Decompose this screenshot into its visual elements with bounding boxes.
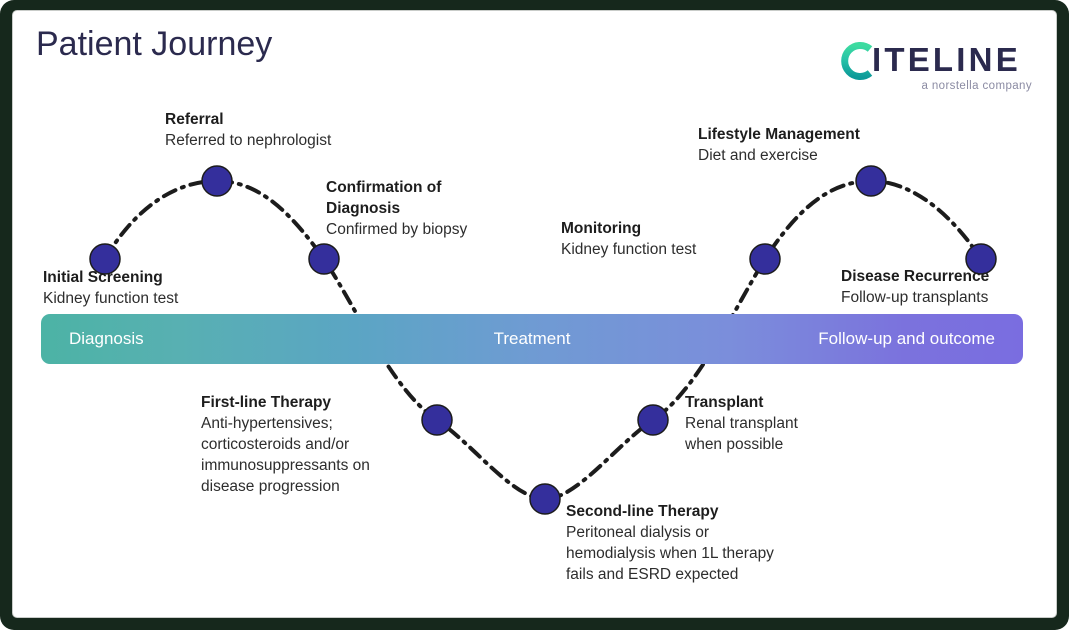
milestone-desc: Diet and exercise [698,147,818,164]
milestone-desc: Follow-up transplants [841,289,989,306]
journey-node-lifestyle-management [855,165,887,197]
phase-label-followup: Follow-up and outcome [818,329,995,348]
milestone-monitoring: Monitoring Kidney function test [561,218,781,260]
journey-node-confirmation-diagnosis [308,243,340,275]
milestone-desc: Kidney function test [43,290,179,307]
milestone-title: Initial Screening [43,269,163,286]
milestone-desc: Peritoneal dialysis or hemodialysis when… [566,524,774,583]
milestone-title: Disease Recurrence [841,268,990,285]
phase-label-treatment: Treatment [493,329,571,348]
milestone-title: Second-line Therapy [566,503,719,520]
milestone-title: Monitoring [561,220,642,237]
milestone-initial-screening: Initial Screening Kidney function test [43,267,273,309]
slide-canvas: Patient Journey ITELINE a norstella comp… [12,10,1057,618]
citeline-wordmark: ITELINE [872,41,1021,78]
milestone-title: Lifestyle Management [698,126,860,143]
milestone-title: Confirmation of Diagnosis [326,179,442,217]
milestone-desc: Anti-hypertensives; corticosteroids and/… [201,415,370,495]
milestone-second-line-therapy: Second-line Therapy Peritoneal dialysis … [566,501,866,585]
citeline-tagline: a norstella company [921,80,1032,92]
page-title: Patient Journey [36,25,273,63]
milestone-lifestyle-management: Lifestyle Management Diet and exercise [698,124,948,166]
milestone-desc: Confirmed by biopsy [326,221,468,238]
citeline-c-ring-icon [841,42,873,80]
phase-bar: Diagnosis Treatment Follow-up and outcom… [41,314,1023,364]
milestone-transplant: Transplant Renal transplant when possibl… [685,392,885,455]
milestone-title: Transplant [685,394,764,411]
milestone-referral: Referral Referred to nephrologist [165,109,435,151]
milestone-desc: Renal transplant when possible [685,415,798,453]
milestone-disease-recurrence: Disease Recurrence Follow-up transplants [841,266,1056,308]
journey-node-second-line-therapy [529,483,561,515]
milestone-confirmation-diagnosis: Confirmation of Diagnosis Confirmed by b… [326,177,556,240]
milestone-desc: Kidney function test [561,241,697,258]
milestone-desc: Referred to nephrologist [165,132,332,149]
milestone-title: First-line Therapy [201,394,332,411]
journey-node-referral [201,165,233,197]
citeline-logo: ITELINE a norstella company [834,35,1034,97]
phase-label-diagnosis: Diagnosis [69,329,144,348]
milestone-title: Referral [165,111,224,128]
journey-node-transplant [637,404,669,436]
milestone-first-line-therapy: First-line Therapy Anti-hypertensives; c… [201,392,451,497]
